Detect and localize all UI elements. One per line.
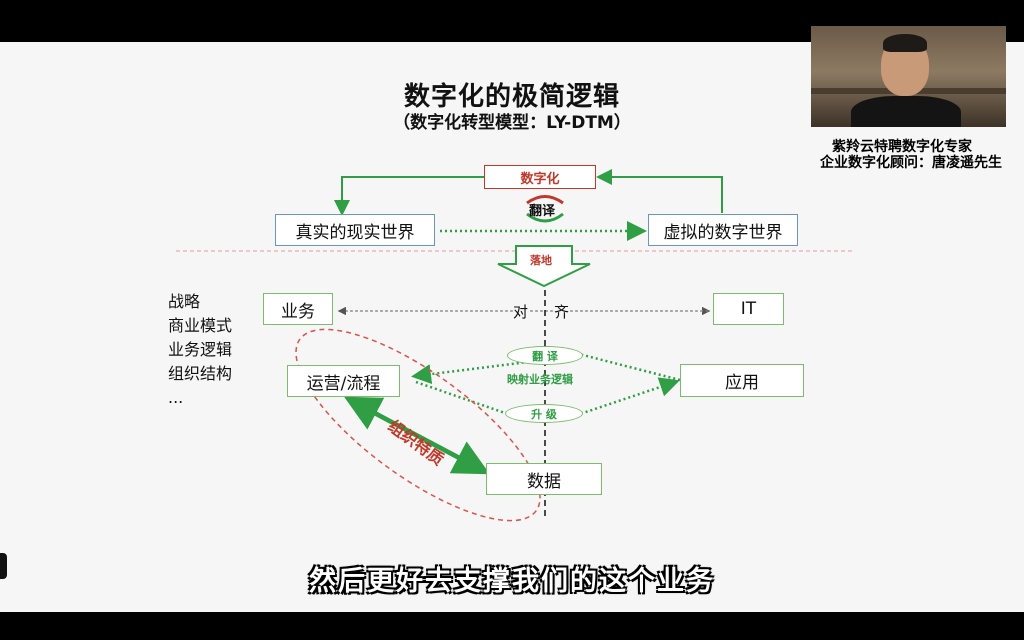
mapping-label: 映射业务逻辑 <box>507 373 573 386</box>
align-label-1: 对 <box>513 301 529 322</box>
left-list-item: 商业模式 <box>168 316 233 335</box>
presenter-name: 企业数字化顾问：唐凌遥先生 <box>820 155 1002 171</box>
presenter-body <box>851 96 961 127</box>
left-list-item: 战略 <box>168 292 201 311</box>
left-list-item: 业务逻辑 <box>168 340 233 359</box>
virtual-world-box: 虚拟的数字世界 <box>648 214 798 246</box>
upgrade-oval: 升 级 <box>505 404 583 423</box>
application-box: 应用 <box>680 364 804 397</box>
translate-label: 翻译 <box>529 204 556 219</box>
slide <box>0 42 1024 612</box>
arrow-virtual-to-digital <box>596 169 723 213</box>
left-list-item: ... <box>168 388 184 407</box>
org-ellipse <box>295 328 541 522</box>
translate-arc-top <box>526 195 564 205</box>
operations-box: 运营/流程 <box>287 365 400 397</box>
video-subtitle-text: 然后更好去支撑我们的这个业务 <box>309 566 715 597</box>
presenter-title: 紫羚云特聘数字化专家 <box>832 139 972 155</box>
presenter-hair <box>883 34 927 52</box>
left-list-item: 组织结构 <box>168 364 233 383</box>
arrow-digital-to-real <box>334 176 484 216</box>
landing-arrow <box>497 245 591 288</box>
business-box: 业务 <box>263 293 333 325</box>
translate-arc-bottom <box>526 212 564 223</box>
align-label-2: 齐 <box>554 301 570 322</box>
left-edge-tab <box>0 553 7 579</box>
data-box: 数据 <box>486 463 602 495</box>
video-subtitle: 然后更好去支撑我们的这个业务 <box>0 556 1024 601</box>
translate-oval: 翻 译 <box>507 346 583 365</box>
real-world-box: 真实的现实世界 <box>275 214 435 246</box>
left-list: 战略 商业模式 业务逻辑 组织结构 ... <box>168 290 232 410</box>
digitalization-box: 数字化 <box>484 165 596 189</box>
slide-subtitle: （数字化转型模型：LY-DTM） <box>393 113 631 133</box>
presenter-video <box>811 26 1006 127</box>
it-box: IT <box>713 293 784 325</box>
slide-title: 数字化的极简逻辑 <box>403 82 620 112</box>
landing-label: 落地 <box>530 254 552 267</box>
